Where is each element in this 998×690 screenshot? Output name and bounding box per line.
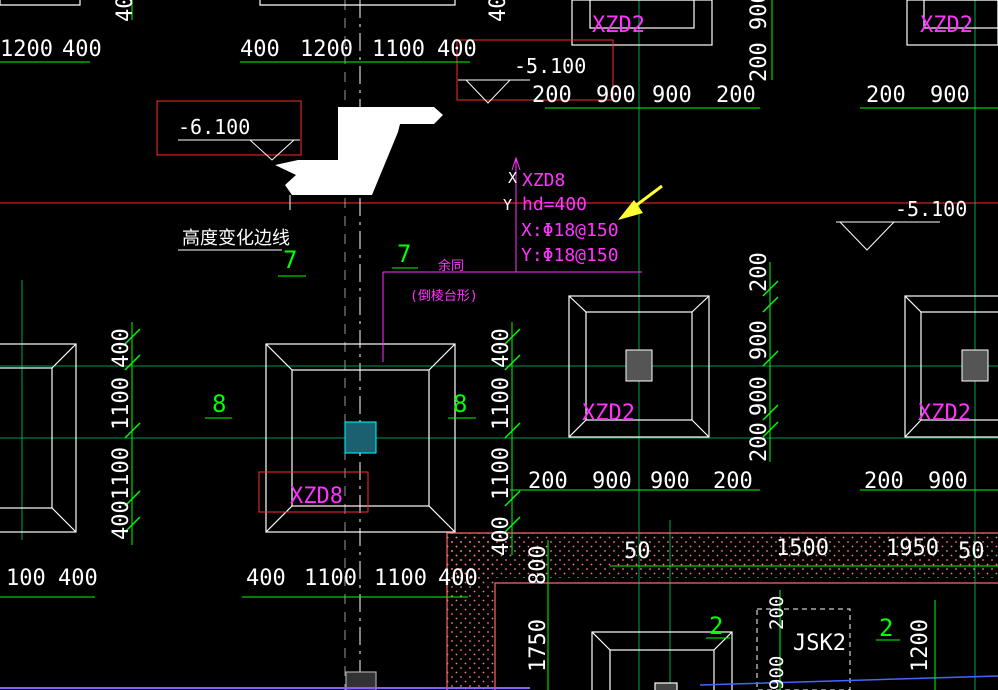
dim-row4-1100-a: 1100 — [304, 566, 357, 591]
leader-hd: hd=400 — [522, 194, 587, 215]
elevation-m5100-right: -5.100 — [895, 197, 967, 221]
leader-same: 余同 — [438, 258, 464, 274]
leader-same-note: (倒棱台形) — [410, 288, 478, 304]
dim-v-mid-400-top: 400 — [489, 328, 514, 368]
dim-v-1750: 1750 — [526, 619, 551, 672]
blue-line-bottom — [699, 675, 998, 686]
dim-top-400-a: 400 — [240, 37, 280, 62]
dim-v-right-200-top: 200 — [747, 252, 772, 292]
axis-label-y: Y — [503, 196, 512, 214]
dim-v-right-900-b: 900 — [747, 376, 772, 416]
jsk2-label: JSK2 — [793, 631, 846, 656]
dim-row3-200-a: 200 — [528, 469, 568, 494]
num-8-right: 8 — [453, 390, 467, 418]
dim-v-mid-1100-b: 1100 — [489, 447, 514, 500]
column-xzd2-right — [961, 349, 989, 382]
pad-xzd8 — [265, 343, 456, 533]
height-change-section-fill — [275, 107, 443, 195]
top-partial-pads — [0, 0, 998, 46]
leader-xzd8 — [382, 156, 642, 362]
dim-row3-900-b: 900 — [650, 469, 690, 494]
dim-v-right-900-a: 900 — [747, 320, 772, 360]
hatched-pit-area — [446, 532, 998, 690]
leader-label-xzd8: XZD8 — [522, 170, 565, 191]
dim-v-top-900: 900 — [747, 0, 772, 30]
column-xzd2-center — [625, 349, 653, 382]
pad-xzd2-right — [904, 295, 998, 438]
dim-top-400-left: 400 — [62, 37, 102, 62]
dim-v-left-1100-b: 1100 — [109, 447, 134, 500]
pad-label-xzd2-center: XZD2 — [582, 401, 635, 426]
dim-top-1200: 1200 — [300, 37, 353, 62]
dim-v-left-1100-a: 1100 — [109, 377, 134, 430]
pad-label-xzd2-top-right: XZD2 — [920, 13, 973, 38]
dim-v-left-400-top: 400 — [109, 328, 134, 368]
dim-row4-400-b: 400 — [246, 566, 286, 591]
dim-v-top-mid-400: 400 — [486, 0, 511, 22]
dim-v-top-200: 200 — [747, 42, 772, 82]
dim-row3-200-b: 200 — [713, 469, 753, 494]
height-change-line-label: 高度变化边线 — [182, 228, 290, 249]
dim-v-right-200-bot: 200 — [747, 422, 772, 462]
num-2-right: 2 — [879, 614, 893, 642]
annotation-arrow — [618, 184, 663, 220]
pad-label-xzd2-top: XZD2 — [592, 13, 645, 38]
dim-row3-900-c: 900 — [928, 469, 968, 494]
dim-row5-1950: 1950 — [886, 536, 939, 561]
elevation-markers — [178, 79, 940, 251]
dim-row2-900-c: 900 — [930, 83, 970, 108]
dim-row2-200-b: 200 — [716, 83, 756, 108]
pad-left-partial — [0, 343, 77, 533]
dim-row2-200-a: 200 — [532, 83, 572, 108]
dim-row4-400-c: 400 — [438, 566, 478, 591]
dim-v-mid-1100-a: 1100 — [489, 377, 514, 430]
column-xzd8 — [344, 421, 377, 454]
num-2-left: 2 — [709, 612, 723, 640]
dim-row2-900-b: 900 — [652, 83, 692, 108]
dim-v-1200-right: 1200 — [908, 619, 933, 672]
elevation-box-top — [456, 39, 614, 101]
dim-v-200-jsk: 200 — [766, 596, 788, 630]
num-8-left: 8 — [212, 390, 226, 418]
num-7-right: 7 — [397, 240, 411, 268]
dim-row4-400-a: 400 — [58, 566, 98, 591]
elevation-m6100: -6.100 — [178, 115, 250, 139]
dim-top-1100: 1100 — [372, 37, 425, 62]
dim-v-top-left-400: 400 — [113, 0, 138, 22]
dim-row4-1100-b: 1100 — [374, 566, 427, 591]
pad-xzd2-center — [568, 295, 710, 438]
dim-row3-900-a: 900 — [592, 469, 632, 494]
pad-label-xzd8: XZD8 — [290, 484, 343, 509]
dim-top-400-b: 400 — [437, 37, 477, 62]
jsk2-box — [756, 608, 851, 690]
dim-v-800: 800 — [526, 545, 551, 585]
dim-row5-50-b: 50 — [958, 539, 985, 564]
dim-row2-900-a: 900 — [596, 83, 636, 108]
num-7-left: 7 — [283, 246, 297, 274]
xzd8-tag-box — [258, 471, 369, 513]
dim-row4-100: 100 — [6, 566, 46, 591]
dim-row2-200-c: 200 — [866, 83, 906, 108]
pad-label-xzd2-right: XZD2 — [918, 401, 971, 426]
axis-label-x: X — [508, 169, 517, 187]
dim-top-1200-left: 1200 — [0, 37, 53, 62]
leader-rebar-x: X:Φ18@150 — [521, 220, 619, 241]
elevation-m5100-top: -5.100 — [514, 54, 586, 78]
bottom-pads — [345, 631, 733, 690]
leader-rebar-y: Y:Φ18@150 — [521, 245, 619, 266]
dim-row5-50-a: 50 — [624, 539, 651, 564]
dim-v-left-400-bot: 400 — [109, 500, 134, 540]
dim-v-mid-400-bot: 400 — [489, 516, 514, 556]
dim-row3-200-c: 200 — [864, 469, 904, 494]
dim-v-900-jsk: 900 — [766, 656, 788, 690]
dim-row5-1500: 1500 — [776, 536, 829, 561]
elevation-box-m6100 — [156, 100, 302, 156]
